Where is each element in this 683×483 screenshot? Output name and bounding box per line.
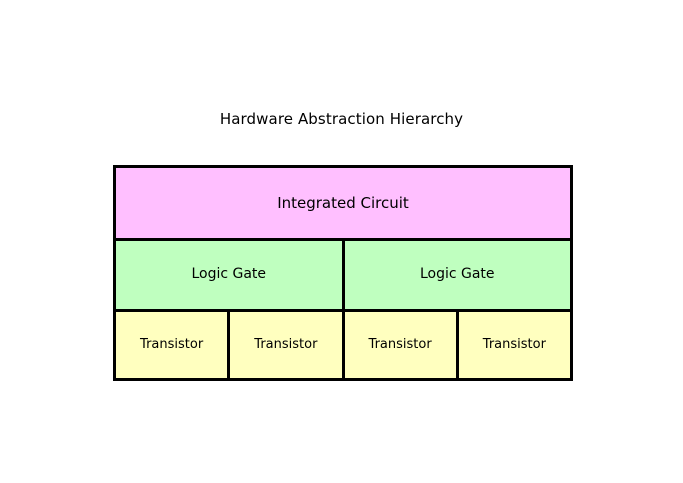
node-label: Transistor	[140, 336, 204, 352]
hierarchy-level-transistor: Transistor Transistor Transistor Transis…	[116, 308, 570, 378]
node-label: Logic Gate	[419, 266, 495, 283]
hierarchy-diagram: Integrated Circuit Logic Gate Logic Gate…	[113, 165, 573, 381]
node-integrated-circuit-1[interactable]: Integrated Circuit	[116, 168, 570, 238]
node-label: Transistor	[254, 336, 318, 352]
node-transistor-3[interactable]: Transistor	[341, 311, 456, 378]
node-logic-gate-1[interactable]: Logic Gate	[116, 240, 342, 309]
node-label: Logic Gate	[191, 266, 267, 283]
hierarchy-level-logic-gate: Logic Gate Logic Gate	[116, 237, 570, 309]
node-transistor-4[interactable]: Transistor	[455, 311, 570, 378]
node-transistor-1[interactable]: Transistor	[116, 311, 228, 378]
node-label: Integrated Circuit	[277, 193, 409, 212]
node-label: Transistor	[482, 336, 546, 352]
page-title: Hardware Abstraction Hierarchy	[219, 110, 464, 128]
node-transistor-2[interactable]: Transistor	[227, 311, 342, 378]
hierarchy-level-integrated-circuit: Integrated Circuit	[116, 168, 570, 238]
node-label: Transistor	[368, 336, 432, 352]
node-logic-gate-2[interactable]: Logic Gate	[341, 240, 570, 309]
